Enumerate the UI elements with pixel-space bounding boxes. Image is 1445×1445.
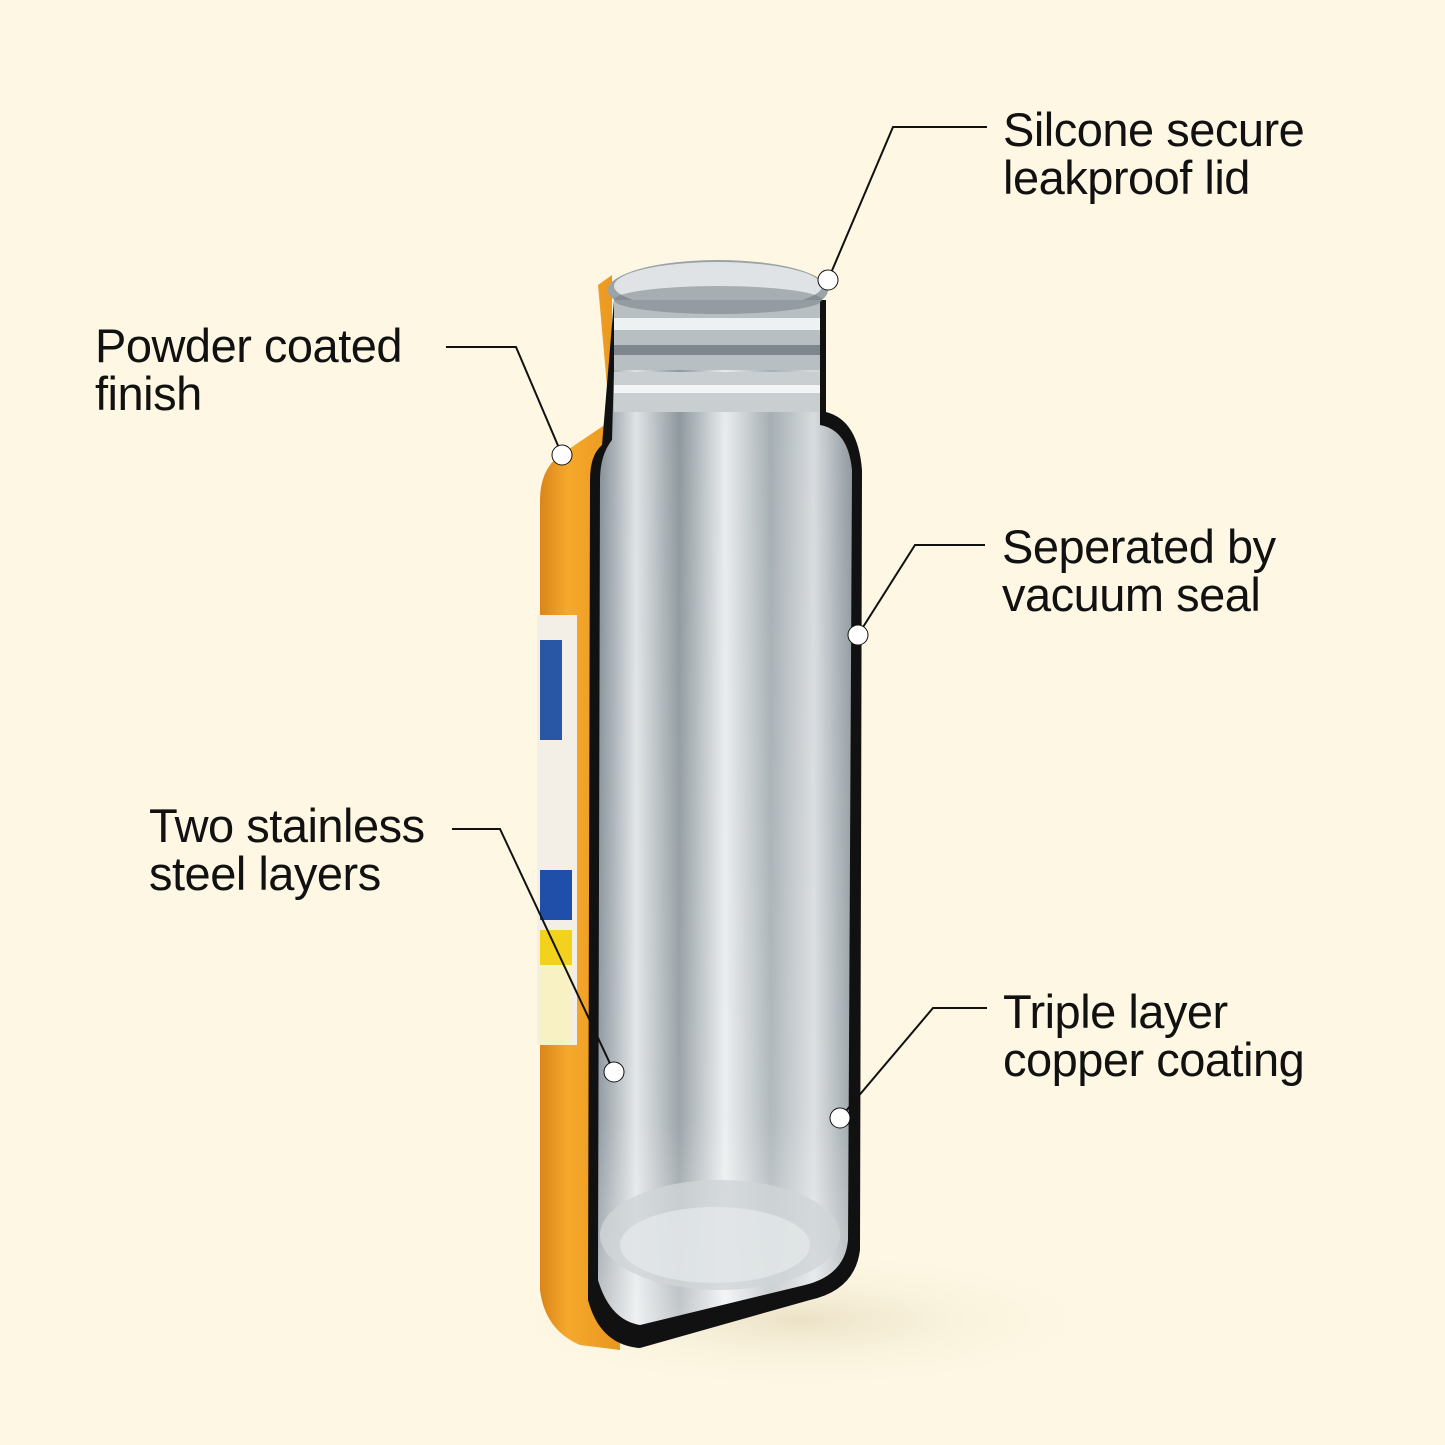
callout-text: copper coating [1003, 1033, 1305, 1086]
callout-text: Triple layer [1003, 985, 1228, 1038]
leader-line-vacuum [857, 544, 985, 636]
leader-line-steel [452, 828, 615, 1073]
marker-steel [603, 1061, 625, 1083]
bottle-neck-threads [608, 260, 828, 412]
callout-powder-coated-finish: Powder coated finish [95, 319, 403, 420]
callout-text: leakproof lid [1003, 151, 1250, 204]
callout-vacuum-seal: Seperated by vacuum seal [1002, 523, 1276, 619]
callout-text: Seperated by [1002, 520, 1276, 573]
callout-markers [551, 269, 869, 1129]
marker-lid [817, 269, 839, 291]
callout-text: Two stainless [149, 799, 425, 852]
callout-text: finish [95, 367, 202, 420]
callout-text: steel layers [149, 847, 381, 900]
callout-text: vacuum seal [1002, 568, 1261, 621]
callout-leakproof-lid: Silcone secure leakproof lid [1003, 103, 1305, 204]
marker-powder [551, 444, 573, 466]
marker-copper [829, 1107, 851, 1129]
callout-stainless-steel-layers: Two stainless steel layers [149, 802, 425, 898]
callout-text: Powder coated [95, 319, 403, 372]
callout-copper-coating: Triple layer copper coating [1003, 985, 1305, 1086]
leader-line-copper [839, 1007, 987, 1119]
leader-line-powder [446, 346, 563, 456]
leader-lines [446, 126, 987, 1119]
leader-line-lid [827, 126, 987, 281]
marker-vacuum [847, 624, 869, 646]
callout-text: Silcone secure [1003, 103, 1305, 156]
